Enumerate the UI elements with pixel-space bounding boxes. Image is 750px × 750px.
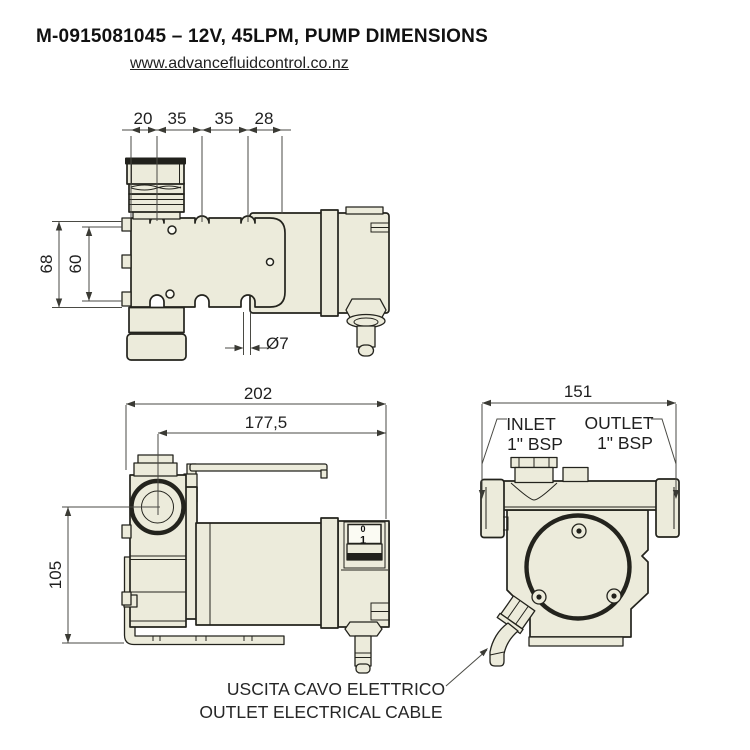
cable-note-italian: USCITA CAVO ELETTRICO xyxy=(227,679,445,699)
front-base-plate xyxy=(528,636,624,647)
mounting-bracket xyxy=(123,556,285,646)
side-top-cap-base xyxy=(133,462,178,477)
top-tab xyxy=(345,206,384,215)
top-view-dimensions: 20 35 35 28 68 60 Ø7 xyxy=(37,109,291,355)
side-left-tab xyxy=(121,524,132,539)
dim-35b: 35 xyxy=(215,109,234,128)
mount-hole xyxy=(167,225,177,235)
dim-35a: 35 xyxy=(168,109,187,128)
top-bottom-cap xyxy=(126,306,187,361)
side-handle xyxy=(183,463,328,503)
front-view: 151 INLET 1" BSP OUTLET 1" BSP xyxy=(478,382,680,667)
dim-177-5: 177,5 xyxy=(245,413,288,432)
front-view-dimensions: 151 INLET 1" BSP OUTLET 1" BSP xyxy=(478,382,680,499)
top-cable-gland xyxy=(345,298,387,357)
switch-on-label: 1 xyxy=(360,535,366,547)
page-title: M-0915081045 – 12V, 45LPM, PUMP DIMENSIO… xyxy=(36,26,488,47)
dim-68: 68 xyxy=(37,255,56,274)
mount-hole xyxy=(265,257,275,267)
inlet-size-label: 1" BSP xyxy=(507,434,563,454)
dim-151: 151 xyxy=(564,382,592,401)
outlet-size-label: 1" BSP xyxy=(597,433,653,453)
switch-off-label: 0 xyxy=(360,524,365,534)
top-mounting-plate xyxy=(130,215,286,308)
top-clamp-band xyxy=(320,209,339,317)
website-link[interactable]: www.advancefluidcontrol.co.nz xyxy=(130,55,349,72)
dim-60: 60 xyxy=(66,255,85,274)
side-left-tab xyxy=(121,591,132,606)
top-left-tab xyxy=(121,254,132,269)
dim-20: 20 xyxy=(134,109,153,128)
dim-202: 202 xyxy=(244,384,272,403)
side-cable-gland xyxy=(344,621,383,674)
cover-screws xyxy=(531,523,622,605)
outlet-port xyxy=(655,478,680,538)
top-left-tab xyxy=(121,291,132,307)
dim-hole-diameter: Ø7 xyxy=(266,334,289,353)
cable-callout: USCITA CAVO ELETTRICO OUTLET ELECTRICAL … xyxy=(199,648,488,722)
top-corner-detail xyxy=(370,222,389,233)
side-connector-detail xyxy=(370,602,389,621)
side-view: 0 1 xyxy=(46,384,390,674)
front-top-chamber xyxy=(502,480,658,511)
top-left-tab xyxy=(121,217,132,232)
cable-note-english: OUTLET ELECTRICAL CABLE xyxy=(199,702,442,722)
front-cable-gland xyxy=(489,595,536,667)
front-pump-cover xyxy=(524,513,632,621)
top-view: 20 35 35 28 68 60 Ø7 xyxy=(37,109,390,361)
dim-28: 28 xyxy=(255,109,274,128)
inlet-port xyxy=(480,478,505,539)
side-clamp-band xyxy=(320,517,339,629)
power-switch[interactable]: 0 1 xyxy=(341,521,388,571)
side-view-dimensions: 202 177,5 105 xyxy=(46,384,387,644)
dim-105: 105 xyxy=(46,561,65,589)
inlet-label: INLET xyxy=(506,414,556,434)
front-boss xyxy=(562,466,589,483)
top-filler-cap xyxy=(125,157,186,220)
front-filler-cap xyxy=(510,456,558,501)
mount-hole xyxy=(165,289,175,299)
outlet-label: OUTLET xyxy=(584,413,653,433)
